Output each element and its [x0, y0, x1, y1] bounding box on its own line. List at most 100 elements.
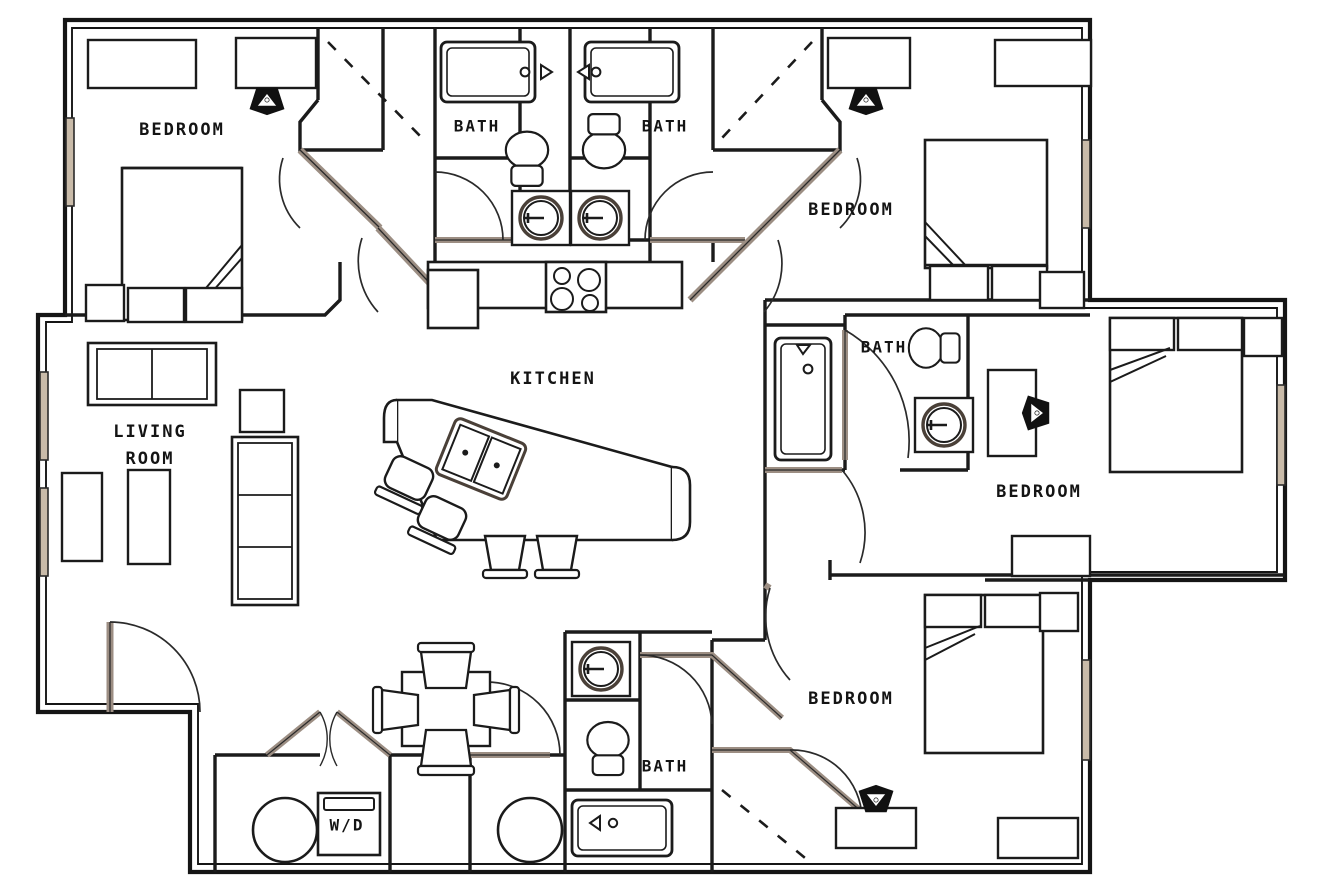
label-washer-dryer: W/D	[330, 816, 365, 835]
door-entry	[106, 621, 201, 713]
closet-dash-se	[721, 788, 811, 864]
nightstand-se	[1038, 591, 1080, 633]
door-storage	[470, 681, 561, 758]
nightstand-east	[1242, 316, 1284, 358]
door-bath-ne	[644, 171, 745, 243]
door-bedroom-se	[763, 582, 791, 681]
bed-ne	[923, 138, 1049, 302]
dining-chair-east	[472, 685, 521, 735]
side-table	[238, 388, 286, 434]
loveseat	[86, 341, 218, 407]
nightstand-nw	[84, 283, 126, 323]
nightstand-ne	[1038, 270, 1086, 310]
closet-indicators	[327, 41, 813, 864]
bedroom-southeast-furniture	[834, 591, 1080, 860]
desk-chair-se	[858, 784, 894, 813]
washer-dryer-stack	[316, 791, 382, 857]
desk-se	[834, 806, 918, 850]
desk-chair-ne	[848, 87, 884, 116]
toilet-east	[907, 327, 961, 369]
door-laundry-bifold	[265, 709, 392, 767]
door-bath-east	[842, 329, 910, 460]
vanity-ne	[569, 189, 631, 247]
bath-south-fixtures	[570, 640, 674, 858]
closet-dash-nw	[327, 41, 425, 141]
toilet-nw	[504, 130, 550, 187]
bed-nw	[120, 166, 244, 324]
label-bath-ne: BATH	[642, 117, 689, 136]
label-bath-east: BATH	[861, 338, 908, 357]
desk-nw	[234, 36, 318, 90]
tub-faucet-ne	[576, 63, 590, 81]
bath-northwest-fixtures	[439, 40, 572, 247]
kitchen-double-sink	[434, 417, 528, 501]
bar-stool-3	[481, 534, 529, 580]
door-closet-se	[712, 747, 864, 819]
dining-chair-south	[416, 728, 476, 777]
end-table	[60, 471, 104, 563]
label-kitchen: KITCHEN	[510, 369, 596, 389]
dresser-east	[1010, 534, 1092, 578]
window-east-bedroom-ne	[1081, 139, 1091, 229]
bar-stool-4	[533, 534, 581, 580]
kitchen-island	[382, 398, 692, 542]
window-west-living-lower	[39, 487, 49, 577]
shelf-ne	[993, 38, 1093, 88]
range-stove	[544, 260, 608, 314]
label-bath-south: BATH	[642, 757, 689, 776]
bedroom-northeast-furniture	[826, 36, 1093, 310]
label-bedroom-ne: BEDROOM	[808, 200, 894, 220]
bedroom-northwest-furniture	[84, 36, 318, 324]
dining-chair-north	[416, 641, 476, 690]
window-east-bedroom-se	[1081, 659, 1091, 761]
window-west-living-upper	[39, 371, 49, 461]
label-bedroom-east: BEDROOM	[996, 482, 1082, 502]
dining-chair-west	[371, 685, 420, 735]
window-east-bedroom-e	[1276, 384, 1286, 486]
tub-faucet-nw	[540, 63, 554, 81]
windows	[39, 117, 1286, 761]
sofa	[230, 435, 300, 607]
bath-east-fixtures	[773, 327, 975, 462]
bedroom-east-furniture	[986, 316, 1284, 578]
round-table-right	[496, 796, 564, 864]
exterior-walls	[35, 17, 1288, 875]
round-table-left	[251, 796, 319, 864]
coffee-table	[126, 468, 172, 566]
toilet-ne	[581, 113, 627, 170]
vanity-nw	[510, 189, 572, 247]
door-bedroom-nw	[278, 147, 383, 231]
closet-dash-ne	[721, 41, 813, 139]
laundry-storage	[251, 791, 564, 864]
room-labels: BEDROOM BATH BATH BEDROOM KITCHEN BATH L…	[113, 117, 1082, 835]
kitchen-fixtures	[373, 260, 692, 580]
door-bedroom-ne	[759, 147, 862, 231]
living-room-furniture	[60, 341, 300, 607]
bed-east	[1108, 316, 1244, 474]
bar-stool-2	[406, 495, 468, 555]
window-west-bedroom	[65, 117, 75, 207]
desk-ne	[826, 36, 912, 90]
door-kitchen-right	[687, 225, 783, 313]
doors	[106, 147, 910, 819]
bed-se	[923, 593, 1045, 755]
label-living-room-1: LIVING	[113, 422, 186, 442]
vanity-east	[913, 396, 975, 454]
shelf-nw	[86, 38, 198, 90]
refrigerator	[426, 268, 480, 330]
toilet-south	[586, 720, 630, 777]
label-bath-nw: BATH	[454, 117, 501, 136]
label-living-room-2: ROOM	[126, 449, 175, 469]
desk-chair-nw	[249, 87, 285, 116]
vanity-south	[570, 640, 632, 698]
label-bedroom-se: BEDROOM	[808, 689, 894, 709]
dining-set	[371, 641, 521, 777]
shelf-se	[996, 816, 1080, 860]
door-bedroom-east	[765, 467, 866, 564]
label-bedroom-nw: BEDROOM	[139, 120, 225, 140]
desk-chair-east	[1021, 395, 1050, 431]
door-bath-south	[639, 652, 785, 725]
bath-northeast-fixtures	[569, 40, 681, 247]
